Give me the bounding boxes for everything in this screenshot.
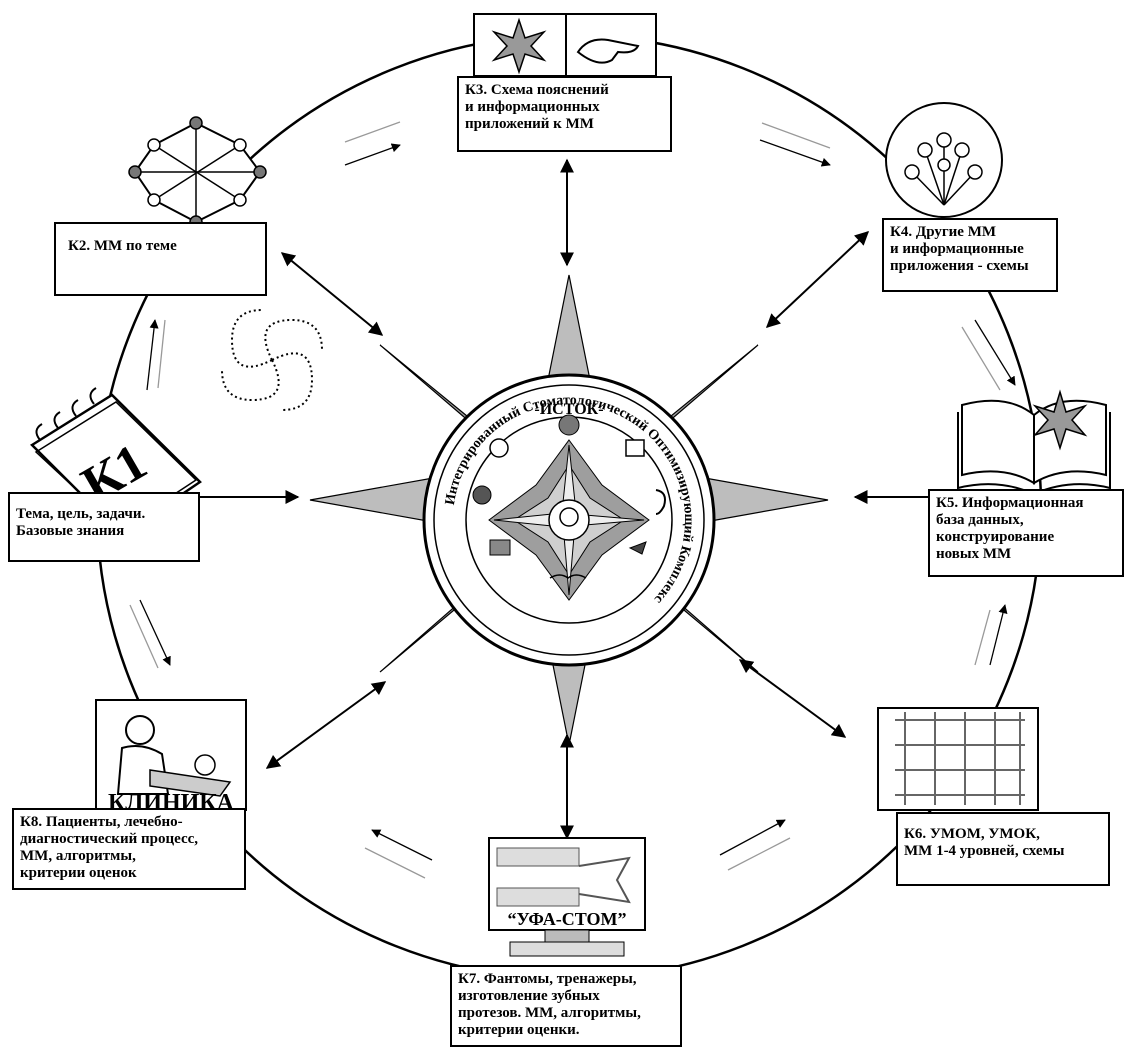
k7-dental-icon <box>488 837 646 957</box>
k3-box: К3. Схема пояснений и информационных при… <box>457 76 672 152</box>
k3-icons <box>473 13 657 77</box>
k6-lattice-icon <box>877 707 1039 811</box>
cycle-arrows <box>129 121 1016 879</box>
spokes <box>200 158 930 840</box>
computer-icon <box>625 439 645 457</box>
k8-doctor-icon <box>95 699 247 811</box>
k6-box: К6. УМОМ, УМОК, ММ 1-4 уровней, схемы <box>896 812 1110 886</box>
ear-icon <box>655 489 666 515</box>
eye-icon <box>489 438 509 458</box>
star-burst-icon <box>491 17 547 75</box>
k4-box: К4. Другие ММ и информационные приложени… <box>882 218 1058 292</box>
book-stack-icon <box>489 539 511 556</box>
center-title: -ИСТОК- <box>534 401 603 418</box>
writing-hand-icon <box>628 541 647 555</box>
pointing-hand-icon <box>576 38 640 64</box>
k7-box: К7. Фантомы, тренажеры, изготовление зуб… <box>450 965 682 1047</box>
hands-icon <box>549 574 587 579</box>
spiral-icon <box>221 309 323 411</box>
k2-box: К2. ММ по теме <box>54 222 267 296</box>
k5-box: К5. Информационная база данных, конструи… <box>928 489 1124 577</box>
k5-book-icon <box>957 389 1111 496</box>
k8-box: К8. Пациенты, лечебно- диагностический п… <box>12 808 246 890</box>
k4-flower-icon <box>885 102 1003 218</box>
head-icon <box>559 507 579 527</box>
speaker-icon <box>472 485 492 505</box>
star-icon <box>558 414 580 436</box>
k1-box: Тема, цель, задачи. Базовые знания <box>8 492 200 562</box>
center-medallion: -ИСТОК- Интегрированный Стоматологически… <box>422 373 716 667</box>
star-burst-icon <box>1032 389 1088 451</box>
k7-badge: “УФА-СТОМ” <box>508 909 627 929</box>
k2-wheel-icon <box>128 116 267 229</box>
